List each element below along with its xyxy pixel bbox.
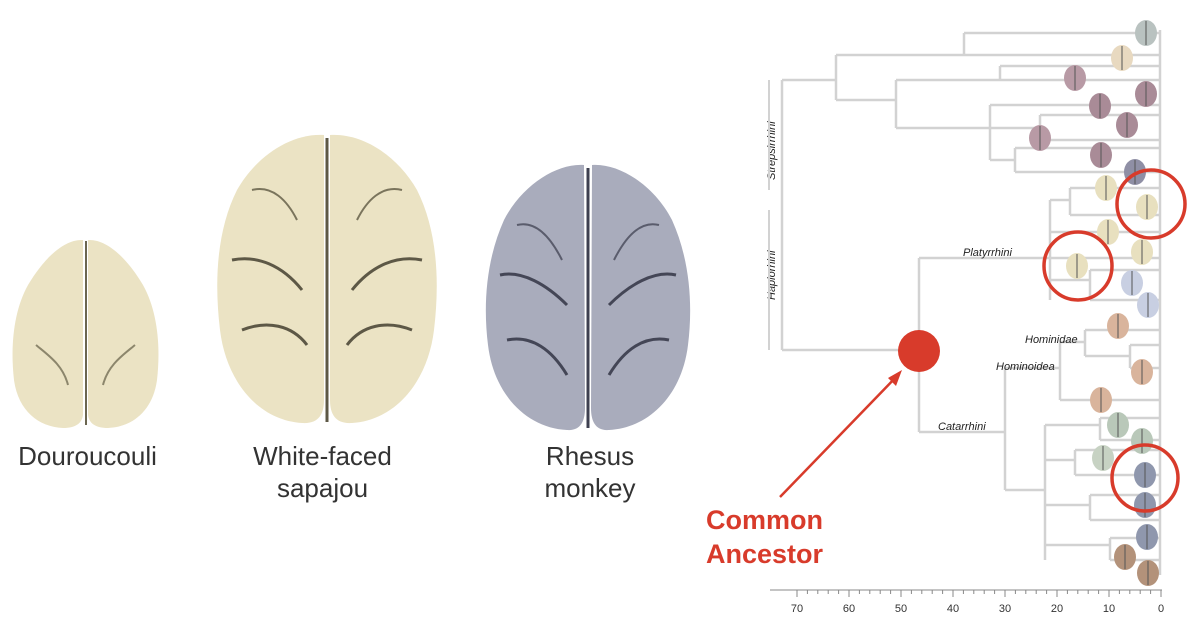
tip-brain-icon (1131, 359, 1153, 385)
tip-brain-icons (1029, 20, 1159, 586)
tip-brain-icon (1064, 65, 1086, 91)
callout-arrow (779, 374, 899, 498)
clade-label-haplorhini: Haplorhini (766, 250, 778, 300)
tip-brain-icon (1137, 292, 1159, 318)
rhesus-brain (485, 164, 691, 431)
phylogenetic-tree: Strepsirrhini Haplorhini Platyrrhini Hom… (766, 20, 1187, 615)
tip-brain-icon (1136, 194, 1158, 220)
highlight-circle-platyrrhini-2 (1042, 230, 1114, 302)
tip-brain-icon (1089, 93, 1111, 119)
tip-brain-icon (1136, 524, 1158, 550)
sapajou-label: White-faced sapajou (253, 441, 392, 503)
sapajou-right-hemisphere (330, 134, 437, 424)
tip-brain-icon (1134, 492, 1156, 518)
common-ancestor-label: Common Ancestor (706, 505, 824, 569)
highlight-circle-catarrhini (1110, 443, 1180, 513)
tip-brain-icon (1135, 20, 1157, 46)
sapajou-brain (217, 134, 437, 424)
axis-tick-20: 20 (1051, 603, 1063, 615)
tip-brain-icon (1090, 142, 1112, 168)
axis-tick-40: 40 (947, 603, 959, 615)
tip-brain-icon (1135, 81, 1157, 107)
tip-brain-icon (1116, 112, 1138, 138)
tip-brain-icon (1114, 544, 1136, 570)
highlight-circle-platyrrhini-1 (1115, 168, 1187, 240)
douroucouli-brain (12, 239, 159, 428)
axis-tick-50: 50 (895, 603, 907, 615)
callout-arrowhead (888, 370, 902, 386)
tip-brain-icon (1111, 45, 1133, 71)
tip-brain-icon (1029, 125, 1051, 151)
tip-brain-icon (1092, 445, 1114, 471)
douroucouli-label: Douroucouli (18, 441, 157, 471)
axis-tick-70: 70 (791, 603, 803, 615)
rhesus-left-hemisphere (485, 164, 585, 431)
clade-label-hominoidea: Hominoidea (996, 361, 1055, 373)
tip-brain-icon (1131, 239, 1153, 265)
tip-brain-icon (1134, 462, 1156, 488)
tip-brain-icon (1121, 270, 1143, 296)
tip-brain-icon (1095, 175, 1117, 201)
tip-brain-icon (1131, 428, 1153, 454)
clade-label-hominidae: Hominidae (1025, 334, 1078, 346)
clade-label-strepsirrhini: Strepsirrhini (766, 121, 778, 180)
tip-brain-icon (1107, 313, 1129, 339)
tip-brain-icon (1107, 412, 1129, 438)
tip-brain-icon (1066, 253, 1088, 279)
axis-tick-0: 0 (1158, 603, 1164, 615)
rhesus-label: Rhesus monkey (544, 441, 636, 503)
sapajou-left-hemisphere (217, 134, 324, 424)
tip-brain-icon (1137, 560, 1159, 586)
axis-tick-60: 60 (843, 603, 855, 615)
douroucouli-left-hemisphere (12, 239, 84, 428)
common-ancestor-node (898, 330, 940, 372)
tip-brain-icon (1097, 219, 1119, 245)
axis-tick-30: 30 (999, 603, 1011, 615)
clade-label-catarrhini: Catarrhini (938, 421, 986, 433)
tip-brain-icon (1090, 387, 1112, 413)
time-axis: 70 60 50 40 30 20 10 0 (770, 589, 1164, 615)
rhesus-right-hemisphere (591, 164, 691, 431)
douroucouli-right-hemisphere (88, 239, 159, 428)
axis-tick-10: 10 (1103, 603, 1115, 615)
clade-label-platyrrhini: Platyrrhini (963, 247, 1012, 259)
